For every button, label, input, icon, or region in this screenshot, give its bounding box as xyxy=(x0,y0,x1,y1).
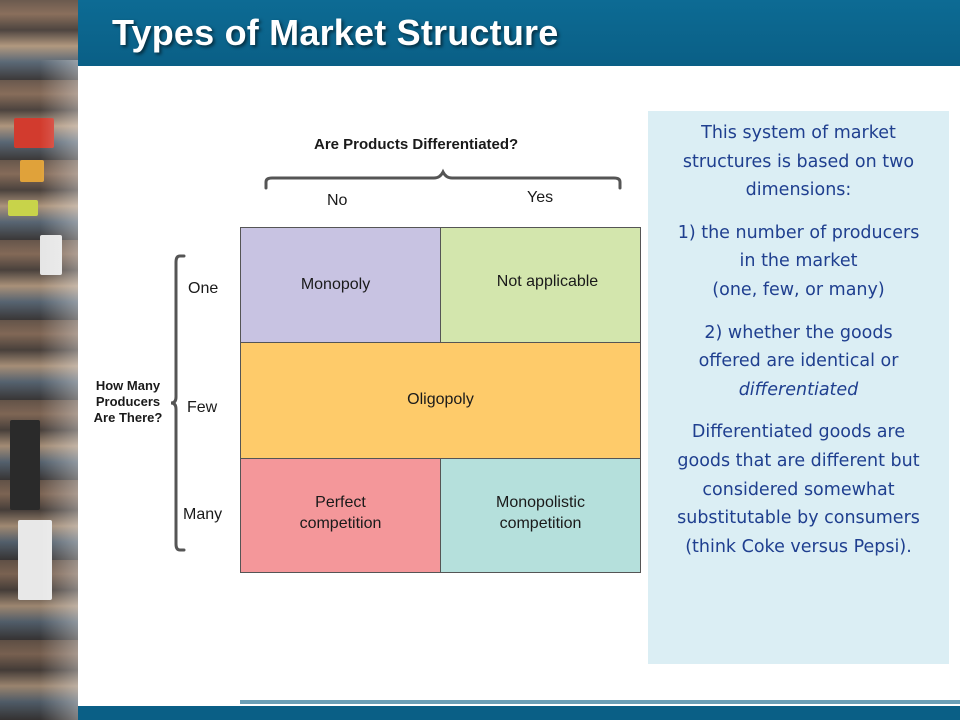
cell-label: Monopolistic competition xyxy=(496,493,585,535)
pedestrian-icon xyxy=(10,420,40,510)
info-panel: This system of market structures is base… xyxy=(648,111,949,664)
left-brace-icon xyxy=(170,254,186,552)
cell-label-line: Monopolistic xyxy=(496,493,585,511)
cell-label-line: Perfect xyxy=(315,493,366,511)
left-label-few: Few xyxy=(187,399,218,416)
cell-perfect-competition: Perfect competition xyxy=(240,458,441,573)
cell-monopoly: Monopoly xyxy=(240,227,441,343)
info-definition: Differentiated goods are goods that are … xyxy=(656,418,941,561)
info-point-2: 2) whether the goods offered are identic… xyxy=(656,319,941,405)
cell-label-line: competition xyxy=(499,514,582,532)
cell-not-applicable: Not applicable xyxy=(440,227,641,343)
info-line: offered are identical or xyxy=(698,351,899,372)
bottom-bar xyxy=(78,706,960,720)
info-line: dimensions: xyxy=(745,180,852,201)
cell-label: Not applicable xyxy=(496,273,599,291)
cell-label: Oligopoly xyxy=(407,391,474,409)
cell-label: Monopoly xyxy=(300,275,371,293)
cell-monopolistic-competition: Monopolistic competition xyxy=(440,458,641,573)
left-axis-title-line: How Many xyxy=(95,378,161,393)
neon-sign-icon xyxy=(8,200,38,216)
top-label-no: No xyxy=(327,192,348,209)
info-intro: This system of market structures is base… xyxy=(656,119,941,205)
info-line: This system of market xyxy=(701,123,896,143)
slide-title: Types of Market Structure xyxy=(112,12,559,53)
info-line: goods that are different but xyxy=(677,450,920,471)
left-axis-title-line: Producers xyxy=(95,394,161,409)
photo-fade xyxy=(40,60,240,720)
cell-label-line: competition xyxy=(299,514,382,532)
info-line: structures is based on two xyxy=(682,151,915,172)
info-line: Differentiated goods are xyxy=(691,422,906,443)
left-label-many: Many xyxy=(183,506,223,523)
info-line: (think Coke versus Pepsi). xyxy=(685,536,912,557)
top-axis-title: Are Products Differentiated? xyxy=(314,136,519,153)
info-line: 1) the number of producers xyxy=(677,222,920,243)
bottom-accent xyxy=(240,700,960,704)
left-label-one: One xyxy=(188,280,219,297)
cell-oligopoly: Oligopoly xyxy=(240,342,641,459)
top-brace-icon xyxy=(264,168,622,190)
info-line: in the market xyxy=(739,251,858,272)
top-label-yes: Yes xyxy=(527,189,554,206)
title-bar xyxy=(78,0,960,66)
info-emphasis: differentiated xyxy=(738,379,859,400)
info-line: 2) whether the goods xyxy=(704,322,893,343)
left-axis-title-line: Are There? xyxy=(93,410,163,425)
info-line: considered somewhat xyxy=(702,479,895,500)
info-line: (one, few, or many) xyxy=(712,279,885,300)
neon-sign-icon xyxy=(20,160,44,182)
info-line: substitutable by consumers xyxy=(677,508,920,529)
left-axis-title: How Many Producers Are There? xyxy=(78,378,178,426)
info-point-1: 1) the number of producers in the market… xyxy=(656,219,941,305)
cell-label: Perfect competition xyxy=(300,493,382,535)
